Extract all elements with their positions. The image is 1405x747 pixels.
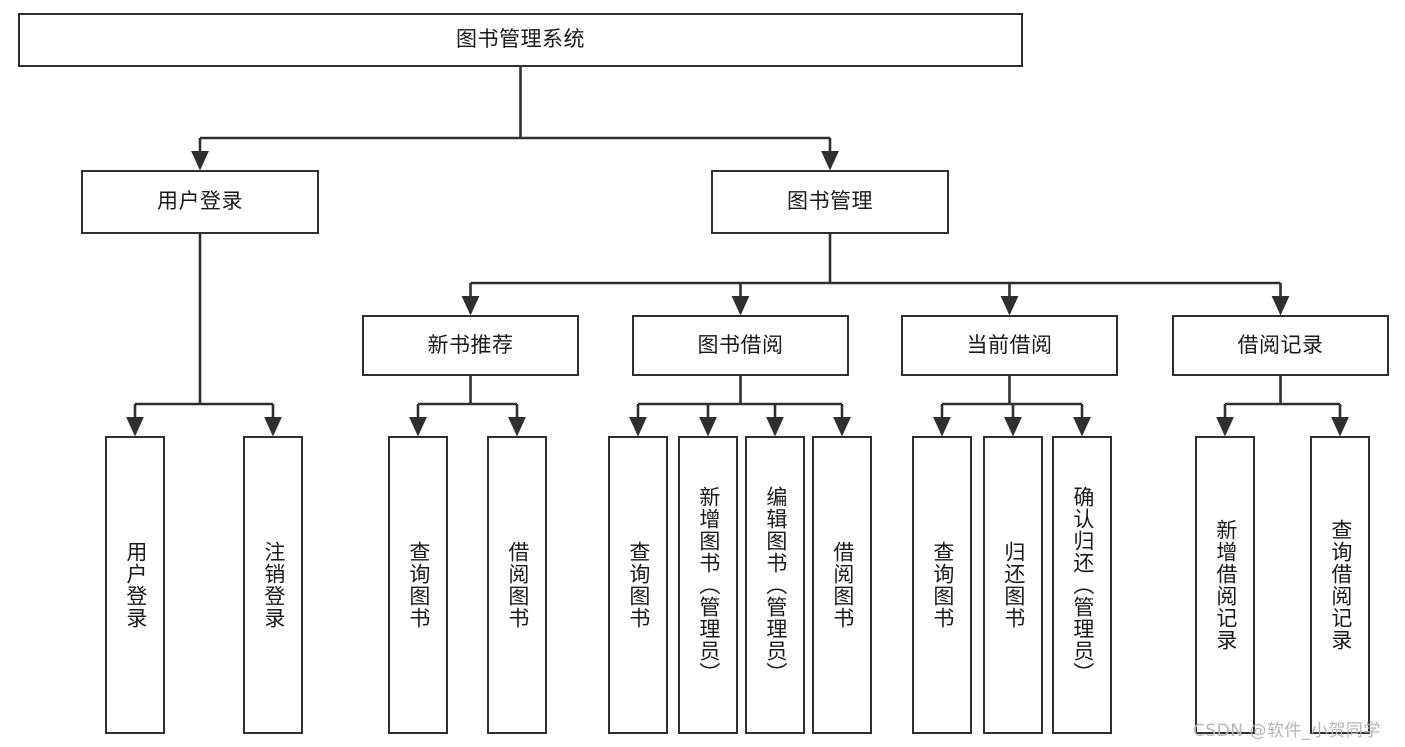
node-book-borrow[interactable]: 图书借阅	[632, 315, 849, 376]
node-label: 图书管理系统	[456, 27, 585, 52]
node-leaf-query-book-2[interactable]: 查询图书	[608, 436, 668, 734]
node-new-book-rec[interactable]: 新书推荐	[362, 315, 579, 376]
node-current-borrow[interactable]: 当前借阅	[901, 315, 1118, 376]
node-leaf-add-book[interactable]: 新增图书（管理员）	[678, 436, 738, 734]
node-label: 借阅图书	[830, 541, 855, 629]
node-label: 图书管理	[787, 189, 873, 214]
node-leaf-borrow-book-1[interactable]: 借阅图书	[487, 436, 547, 734]
node-borrow-record[interactable]: 借阅记录	[1172, 315, 1389, 376]
node-leaf-edit-book[interactable]: 编辑图书（管理员）	[745, 436, 805, 734]
node-label: 新增借阅记录	[1213, 519, 1238, 651]
node-label: 确认归还（管理员）	[1070, 486, 1095, 684]
node-label: 借阅图书	[505, 541, 530, 629]
node-label: 查询借阅记录	[1328, 519, 1353, 651]
node-book-manage[interactable]: 图书管理	[711, 170, 949, 234]
node-label: 用户登录	[123, 541, 148, 629]
node-leaf-query-record[interactable]: 查询借阅记录	[1310, 436, 1370, 734]
node-leaf-user-logout[interactable]: 注销登录	[243, 436, 303, 734]
node-leaf-user-login[interactable]: 用户登录	[105, 436, 165, 734]
node-label: 归还图书	[1001, 541, 1026, 629]
node-label: 新增图书（管理员）	[696, 486, 721, 684]
node-root[interactable]: 图书管理系统	[18, 13, 1023, 67]
node-label: 查询图书	[406, 541, 431, 629]
node-label: 编辑图书（管理员）	[763, 486, 788, 684]
node-label: 查询图书	[626, 541, 651, 629]
node-label: 查询图书	[930, 541, 955, 629]
node-leaf-confirm-return[interactable]: 确认归还（管理员）	[1052, 436, 1112, 734]
node-leaf-add-record[interactable]: 新增借阅记录	[1195, 436, 1255, 734]
node-leaf-borrow-book-2[interactable]: 借阅图书	[812, 436, 872, 734]
node-label: 当前借阅	[966, 332, 1053, 357]
node-label: 用户登录	[157, 189, 243, 214]
node-leaf-return-book[interactable]: 归还图书	[983, 436, 1043, 734]
node-leaf-query-book-3[interactable]: 查询图书	[912, 436, 972, 734]
node-label: 图书借阅	[697, 332, 784, 357]
edge-paths	[126, 67, 1349, 437]
node-leaf-query-book-1[interactable]: 查询图书	[388, 436, 448, 734]
node-label: 注销登录	[261, 541, 286, 629]
node-user-login[interactable]: 用户登录	[81, 170, 319, 234]
csdn-watermark: CSDN @软件_小贺同学	[1193, 721, 1381, 741]
node-label: 新书推荐	[427, 332, 514, 357]
node-label: 借阅记录	[1237, 332, 1324, 357]
